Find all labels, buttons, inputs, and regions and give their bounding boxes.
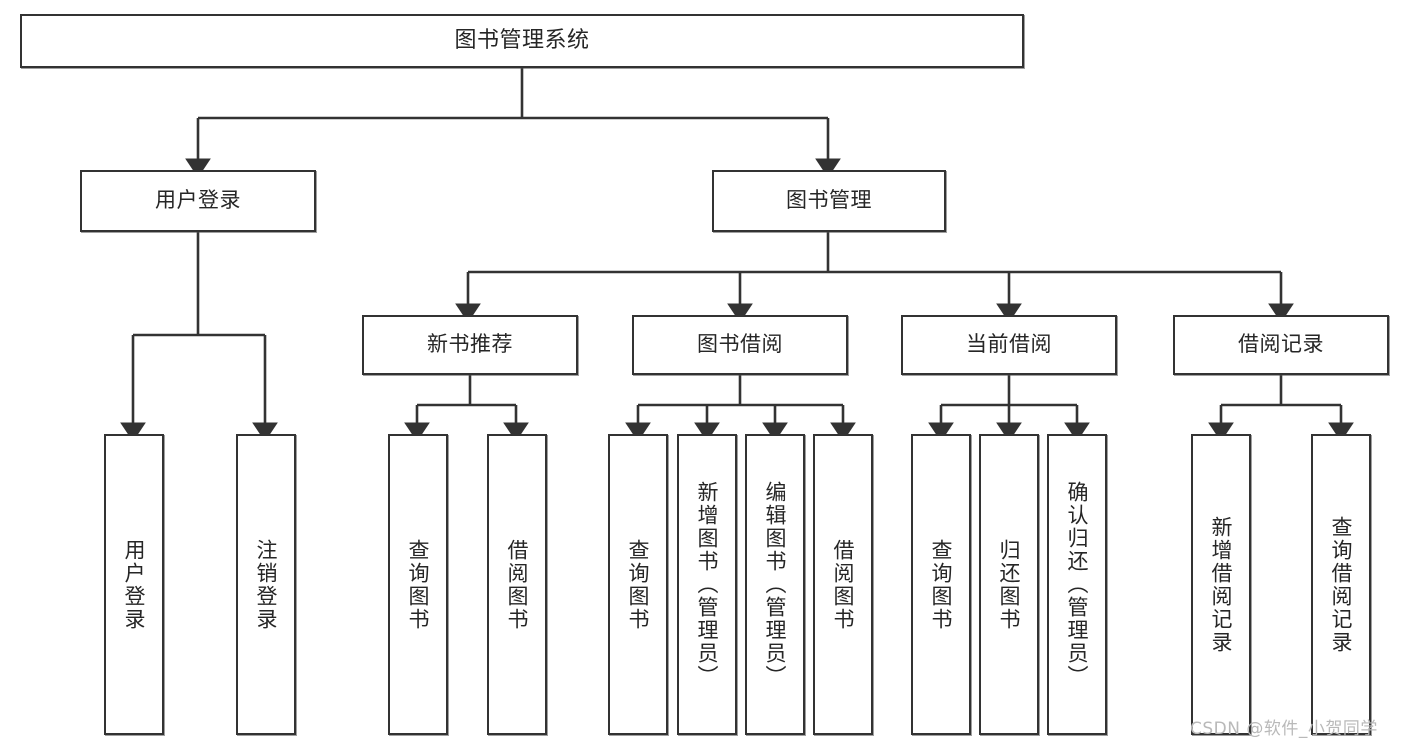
node-leaf-borrow-book-1-label: 借阅图书 <box>505 538 530 631</box>
node-leaf-query-record-label: 查询借阅记录 <box>1329 515 1354 654</box>
edges-borrow-record <box>1208 375 1354 442</box>
edges-root <box>185 68 841 178</box>
node-user-login-label: 用户登录 <box>155 188 241 213</box>
node-current-borrow[interactable]: 当前借阅 <box>901 315 1117 375</box>
node-user-login[interactable]: 用户登录 <box>80 170 316 232</box>
node-leaf-query-book-3-label: 查询图书 <box>929 538 954 631</box>
node-root-label: 图书管理系统 <box>454 27 590 53</box>
node-leaf-add-record[interactable]: 新增借阅记录 <box>1191 434 1251 735</box>
node-leaf-return-book[interactable]: 归还图书 <box>979 434 1039 735</box>
node-leaf-query-book-3[interactable]: 查询图书 <box>911 434 971 735</box>
node-leaf-confirm-return-label: 确认归还（管理员） <box>1065 481 1090 688</box>
node-leaf-borrow-book-2[interactable]: 借阅图书 <box>813 434 873 735</box>
node-book-management[interactable]: 图书管理 <box>712 170 946 232</box>
node-book-borrow[interactable]: 图书借阅 <box>632 315 848 375</box>
node-root[interactable]: 图书管理系统 <box>20 14 1024 68</box>
node-borrow-record-label: 借阅记录 <box>1238 332 1324 357</box>
edges-current-borrow <box>928 375 1090 442</box>
node-leaf-add-book-label: 新增图书（管理员） <box>695 481 720 688</box>
node-leaf-logout-login[interactable]: 注销登录 <box>236 434 296 735</box>
node-leaf-edit-book-label: 编辑图书（管理员） <box>763 481 788 688</box>
edges-user-login <box>120 232 278 442</box>
node-leaf-query-record[interactable]: 查询借阅记录 <box>1311 434 1371 735</box>
node-current-borrow-label: 当前借阅 <box>966 332 1052 357</box>
node-leaf-user-login-label: 用户登录 <box>122 538 147 631</box>
node-leaf-query-book-1[interactable]: 查询图书 <box>388 434 448 735</box>
node-new-book-recommend-label: 新书推荐 <box>427 332 513 357</box>
edges-book-borrow <box>625 375 856 442</box>
node-book-borrow-label: 图书借阅 <box>697 332 783 357</box>
node-leaf-user-login[interactable]: 用户登录 <box>104 434 164 735</box>
node-leaf-logout-login-label: 注销登录 <box>254 538 279 631</box>
node-leaf-query-book-1-label: 查询图书 <box>406 538 431 631</box>
node-leaf-add-book[interactable]: 新增图书（管理员） <box>677 434 737 735</box>
csdn-watermark: CSDN @软件_小贺同学 <box>1190 719 1378 739</box>
node-leaf-confirm-return[interactable]: 确认归还（管理员） <box>1047 434 1107 735</box>
node-leaf-borrow-book-2-label: 借阅图书 <box>831 538 856 631</box>
node-leaf-edit-book[interactable]: 编辑图书（管理员） <box>745 434 805 735</box>
node-new-book-recommend[interactable]: 新书推荐 <box>362 315 578 375</box>
node-borrow-record[interactable]: 借阅记录 <box>1173 315 1389 375</box>
node-book-management-label: 图书管理 <box>786 188 872 213</box>
node-leaf-query-book-2-label: 查询图书 <box>626 538 651 631</box>
node-leaf-query-book-2[interactable]: 查询图书 <box>608 434 668 735</box>
node-leaf-return-book-label: 归还图书 <box>997 538 1022 631</box>
node-leaf-borrow-book-1[interactable]: 借阅图书 <box>487 434 547 735</box>
edges-new-book-recommend <box>404 375 529 442</box>
edges-book-management <box>455 232 1294 323</box>
node-leaf-add-record-label: 新增借阅记录 <box>1209 515 1234 654</box>
